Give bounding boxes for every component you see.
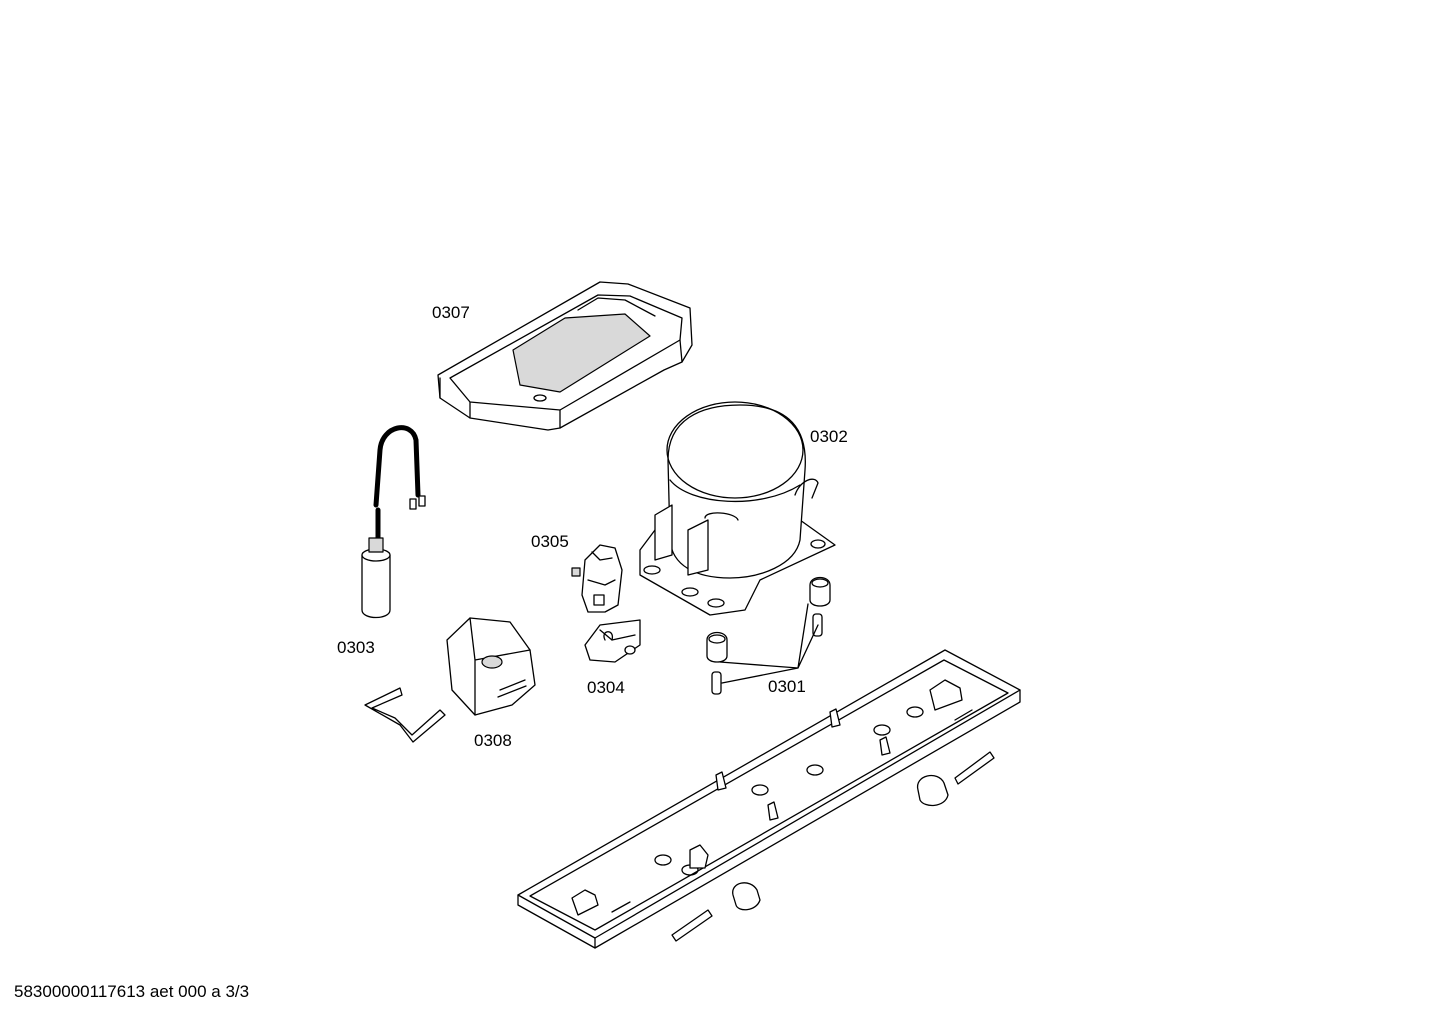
label-0307: 0307 [432,303,470,322]
part-0304-protector [584,619,641,663]
part-0305-relay [571,544,623,613]
label-0304: 0304 [587,678,625,697]
part-0303-capacitor [361,425,426,619]
label-0305: 0305 [531,532,569,551]
part-0307-tray [437,281,693,431]
label-0308: 0308 [474,731,512,750]
label-0302: 0302 [810,427,848,446]
document-footer: 58300000117613 aet 000 a 3/3 [14,982,250,1001]
mounting-rail [517,649,1021,949]
part-0308-cover [364,617,536,743]
label-0301: 0301 [768,677,806,696]
part-0302-compressor [639,401,836,616]
label-0303: 0303 [337,638,375,657]
part-0301-grommets [706,576,831,695]
